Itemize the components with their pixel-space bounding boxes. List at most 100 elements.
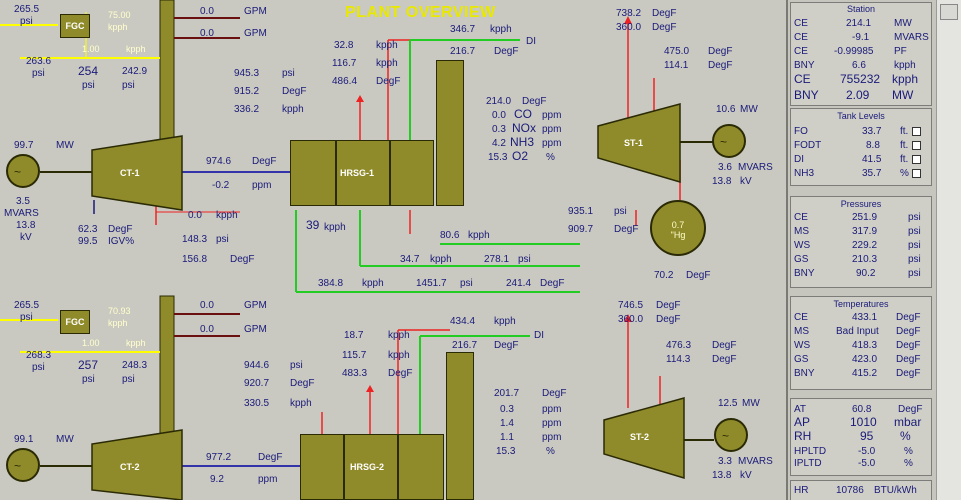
hrsg2-stack[interactable] bbox=[446, 352, 474, 500]
hrsg1-bot4-unit: kpph bbox=[362, 278, 384, 289]
hrsg2-f3: 483.3 bbox=[342, 368, 368, 379]
hrsg2-section-a[interactable] bbox=[300, 434, 344, 500]
st2-t2-unit: DegF bbox=[712, 340, 737, 351]
pressures-title: Pressures bbox=[840, 199, 882, 209]
temp-row1-key: CE bbox=[794, 312, 808, 323]
press-row1-value: 251.9 bbox=[852, 212, 878, 223]
hrsg1-di-temp: 216.7 bbox=[450, 46, 476, 57]
tank-row3-checkbox[interactable] bbox=[912, 155, 921, 164]
ct1-igv: 99.5 bbox=[78, 236, 98, 247]
amb-row2-value: 1010 bbox=[850, 415, 877, 429]
st1-t2-unit: DegF bbox=[708, 46, 733, 57]
station-row1-unit: MW bbox=[894, 18, 912, 29]
hrsg2-f1-unit: kpph bbox=[388, 330, 410, 341]
station-row3-unit: PF bbox=[894, 46, 907, 57]
press-row1-unit: psi bbox=[908, 212, 921, 223]
st1-kv-unit: kV bbox=[740, 176, 752, 187]
tank-row4-checkbox[interactable] bbox=[912, 169, 921, 178]
fgc2-block[interactable]: FGC bbox=[60, 310, 90, 334]
hrsg1-bot3-unit: kpph bbox=[468, 230, 490, 241]
amb-row1-unit: DegF bbox=[898, 404, 923, 415]
st2-temp: 746.5 bbox=[618, 300, 644, 311]
station-row4-key: BNY bbox=[794, 60, 815, 71]
ct1-kv-unit: kV bbox=[20, 232, 32, 243]
hr-key: HR bbox=[794, 485, 809, 496]
hr-unit: BTU/kWh bbox=[874, 485, 917, 496]
st1-label: ST-1 bbox=[624, 138, 644, 148]
fgc1-v1-unit: psi bbox=[32, 68, 45, 79]
hrsg2-f2: 115.7 bbox=[342, 350, 367, 361]
heat-rate-box bbox=[790, 480, 932, 500]
amb-row3-key: RH bbox=[794, 429, 812, 443]
st1-c2: 909.7 bbox=[568, 224, 594, 235]
hrsg2-p3-unit: kpph bbox=[290, 398, 312, 409]
hrsg1-steam: 39 bbox=[306, 218, 320, 232]
press-row2-value: 317.9 bbox=[852, 226, 878, 237]
fgc1-yellow1: 75.00 bbox=[108, 10, 131, 20]
hrsg1-section-b[interactable] bbox=[336, 140, 390, 206]
tank-row2-checkbox[interactable] bbox=[912, 141, 921, 150]
amb-row2-key: AP bbox=[794, 415, 811, 429]
hrsg1-bot4: 384.8 bbox=[318, 278, 344, 289]
fgc2-top-unit: psi bbox=[20, 312, 33, 323]
station-row4-value: 6.6 bbox=[852, 60, 866, 71]
hrsg1-bot2-unit: psi bbox=[518, 254, 531, 265]
tank-row3-key: DI bbox=[794, 154, 804, 165]
hrsg2-di: 434.4 bbox=[450, 316, 476, 327]
ct1-kpph: 0.0 bbox=[188, 210, 202, 221]
hrsg1-section-a[interactable] bbox=[290, 140, 336, 206]
st1-c1: 935.1 bbox=[568, 206, 594, 217]
generator-1[interactable]: ~ bbox=[6, 154, 40, 188]
station-row5-key: CE bbox=[794, 72, 811, 86]
hrsg2-di-unit: kpph bbox=[494, 316, 516, 327]
temp-row4-key: GS bbox=[794, 354, 809, 365]
tank-row2-key: FODT bbox=[794, 140, 822, 151]
tank-row1-value: 33.7 bbox=[862, 126, 882, 137]
condenser-1[interactable]: 0.7 "Hg bbox=[650, 200, 706, 256]
temp-row2-unit: DegF bbox=[896, 326, 921, 337]
amb-row3-value: 95 bbox=[860, 429, 874, 443]
temp-row1-unit: DegF bbox=[896, 312, 921, 323]
st1-generator[interactable]: ~ bbox=[712, 124, 746, 158]
em2-temp-unit: DegF bbox=[542, 388, 567, 399]
tank-row1-checkbox[interactable] bbox=[912, 127, 921, 136]
fgc1-yellow2: kpph bbox=[108, 22, 128, 32]
press-row3-key: WS bbox=[794, 240, 811, 251]
hrsg1-stack[interactable] bbox=[436, 60, 464, 206]
scroll-up-button[interactable] bbox=[940, 4, 958, 20]
condenser1-value: 0.7 bbox=[671, 220, 685, 230]
vertical-scrollbar[interactable] bbox=[936, 0, 961, 500]
station-row2-unit: MVARS bbox=[894, 32, 929, 43]
ambient-box bbox=[790, 398, 932, 476]
page-title: PLANT OVERVIEW bbox=[345, 4, 496, 21]
fgc2-v2-unit: psi bbox=[82, 374, 95, 385]
generator-2[interactable]: ~ bbox=[6, 448, 40, 482]
st1-cond-temp-unit: DegF bbox=[686, 270, 711, 281]
ct2-mw-unit: MW bbox=[56, 434, 74, 445]
amb-row4-key: HPLTD bbox=[794, 446, 827, 457]
fgc1-block[interactable]: FGC bbox=[60, 14, 90, 38]
press-row5-value: 90.2 bbox=[856, 268, 876, 279]
hrsg1-di-temp-unit: DegF bbox=[494, 46, 519, 57]
em2-co-unit: ppm bbox=[542, 418, 562, 429]
gpm2-value: 0.0 bbox=[200, 28, 214, 39]
st2-generator[interactable]: ~ bbox=[714, 418, 748, 452]
st1-temp: 738.2 bbox=[616, 8, 642, 19]
hrsg1-section-c[interactable] bbox=[390, 140, 434, 206]
hrsg1-p3-unit: kpph bbox=[282, 104, 304, 115]
fgc1-v2: 254 bbox=[78, 64, 99, 78]
station-row1-value: 214.1 bbox=[846, 18, 872, 29]
hrsg2-p1: 944.6 bbox=[244, 360, 270, 371]
hrsg1-bot3: 80.6 bbox=[440, 230, 460, 241]
hrsg2-section-c[interactable] bbox=[398, 434, 444, 500]
st2-t2: 476.3 bbox=[666, 340, 692, 351]
press-row4-key: GS bbox=[794, 254, 809, 265]
hrsg1-di: 346.7 bbox=[450, 24, 476, 35]
hrsg1-f2-unit: kpph bbox=[376, 58, 398, 69]
press-row5-unit: psi bbox=[908, 268, 921, 279]
st2-p2-unit: DegF bbox=[712, 354, 737, 365]
st2-label: ST-2 bbox=[630, 432, 650, 442]
ct2-label: CT-2 bbox=[120, 462, 140, 472]
st1-t2: 475.0 bbox=[664, 46, 690, 57]
st1-c1-unit: psi bbox=[614, 206, 627, 217]
